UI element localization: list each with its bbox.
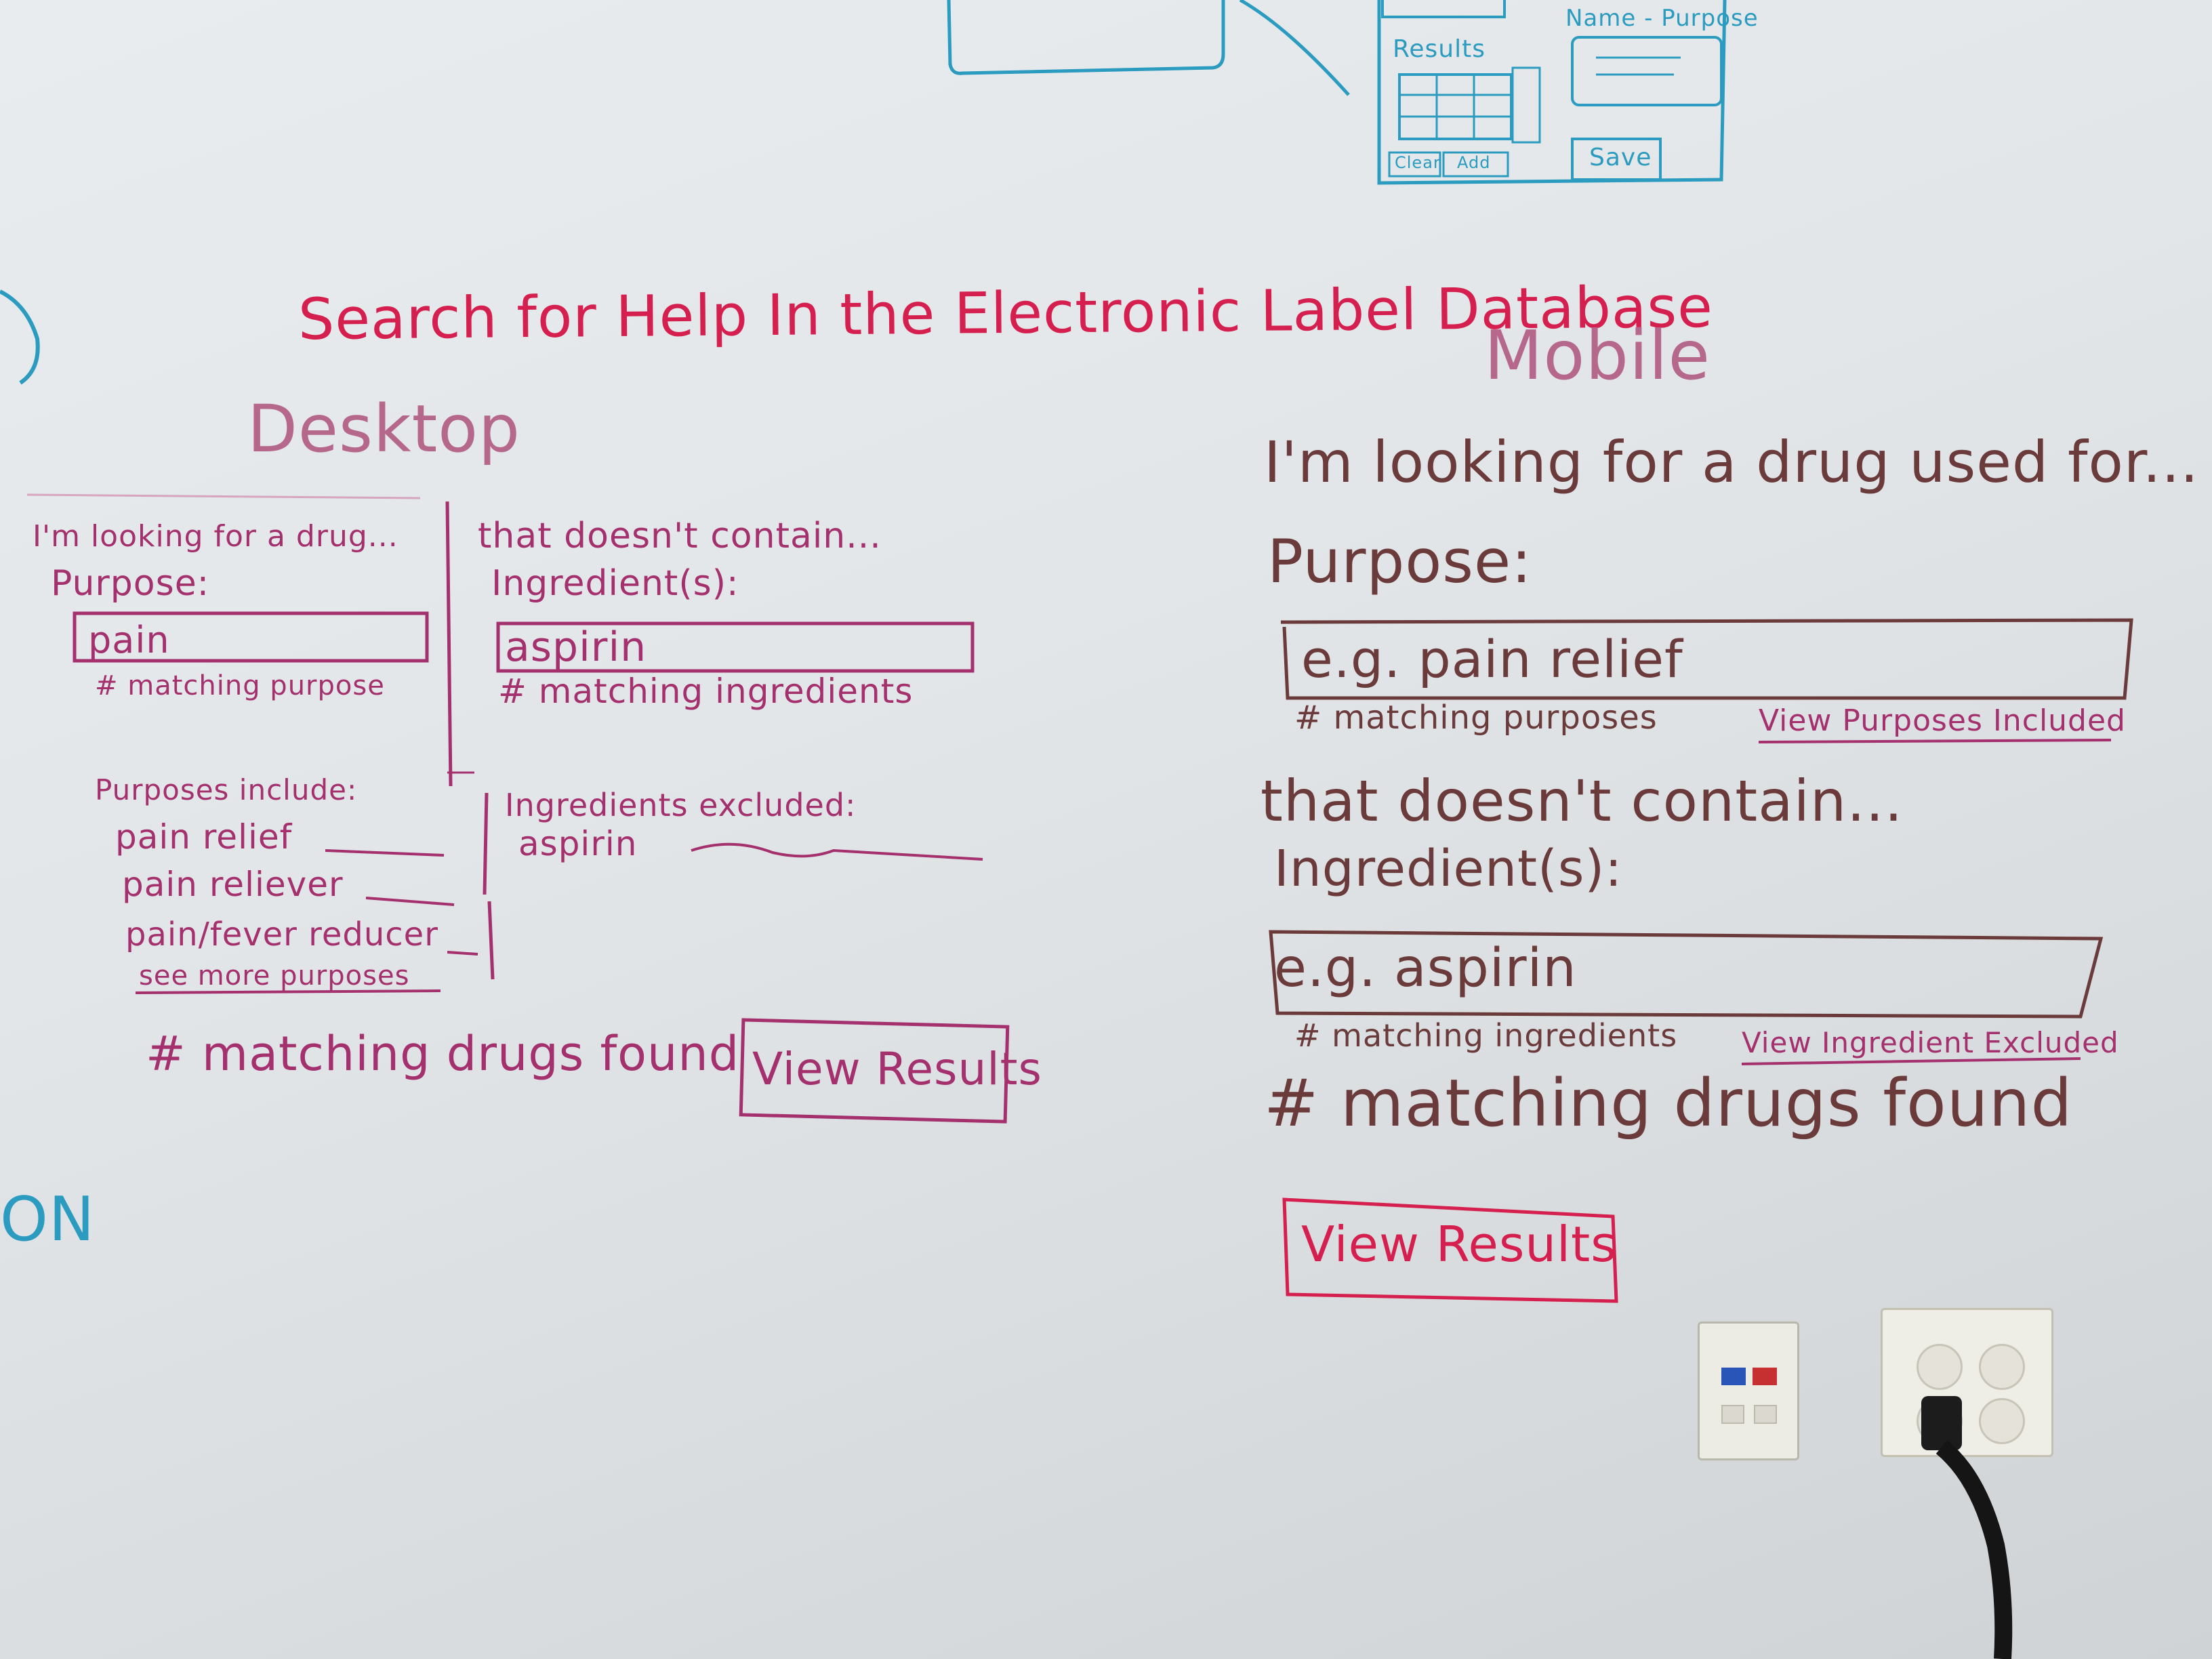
desktop-ingredients-label: Ingredient(s): <box>491 563 739 604</box>
mobile-purpose-input[interactable]: e.g. pain relief <box>1301 629 1683 689</box>
desktop-see-more-link[interactable]: see more purposes <box>139 960 410 991</box>
desktop-view-results-button[interactable]: View Results <box>752 1043 1042 1095</box>
desktop-heading: Desktop <box>247 391 520 467</box>
desktop-matching-ingredients: # matching ingredients <box>498 672 914 711</box>
mobile-view-ingredient-link[interactable]: View Ingredient Excluded <box>1742 1026 2119 1059</box>
wall-power-outlet-icon <box>1881 1308 2053 1457</box>
outlet-receptacle <box>1917 1344 1963 1390</box>
mobile-ingredient-input[interactable]: e.g. aspirin <box>1274 938 1577 999</box>
mobile-ingredients-label: Ingredient(s): <box>1274 840 1623 898</box>
wireframe-save-button: Save <box>1589 144 1652 171</box>
desktop-purpose-label: Purpose: <box>51 563 210 604</box>
wireframe-results-label: Results <box>1393 35 1486 63</box>
left-edge-text: ON <box>0 1184 96 1255</box>
mobile-view-results-button[interactable]: View Results <box>1301 1216 1617 1273</box>
mobile-heading: Mobile <box>1484 316 1711 395</box>
desktop-purpose-input[interactable]: pain <box>88 619 170 661</box>
desktop-not-contain: that doesn't contain... <box>478 516 882 556</box>
desktop-purpose-option[interactable]: pain reliever <box>122 865 344 904</box>
blank-port <box>1721 1405 1744 1424</box>
mobile-looking-for: I'm looking for a drug used for... <box>1264 429 2199 495</box>
wireframe-clear-button: Clear <box>1395 153 1441 172</box>
blue-ethernet-port <box>1721 1368 1746 1385</box>
desktop-looking-for: I'm looking for a drug... <box>33 519 398 554</box>
mobile-purpose-label: Purpose: <box>1267 527 1532 596</box>
desktop-matching-drugs: # matching drugs found <box>146 1026 740 1082</box>
desktop-purpose-option[interactable]: pain/fever reducer <box>125 916 438 954</box>
wireframe-add-button: Add <box>1457 153 1491 172</box>
mobile-not-contain: that doesn't contain... <box>1261 768 1904 834</box>
wireframe-name-purpose-label: Name - Purpose <box>1565 5 1759 32</box>
desktop-matching-purpose: # matching purpose <box>95 670 385 701</box>
desktop-purposes-include-label: Purposes include: <box>95 773 358 806</box>
mobile-view-purposes-link[interactable]: View Purposes Included <box>1759 703 2126 738</box>
red-ethernet-port <box>1753 1368 1777 1385</box>
outlet-receptacle <box>1979 1344 2025 1390</box>
blank-port <box>1754 1405 1777 1424</box>
outlet-receptacle <box>1979 1398 2025 1444</box>
desktop-ingredients-excluded-label: Ingredients excluded: <box>505 787 857 823</box>
desktop-purpose-option[interactable]: pain relief <box>115 817 293 857</box>
mobile-matching-ingredients: # matching ingredients <box>1294 1017 1678 1054</box>
desktop-ingredient-input[interactable]: aspirin <box>505 623 647 671</box>
wall-network-jack-icon <box>1698 1322 1799 1460</box>
mobile-matching-drugs: # matching drugs found <box>1264 1065 2073 1141</box>
desktop-excluded-ingredient[interactable]: aspirin <box>518 824 638 863</box>
mobile-matching-purposes: # matching purposes <box>1294 699 1658 737</box>
